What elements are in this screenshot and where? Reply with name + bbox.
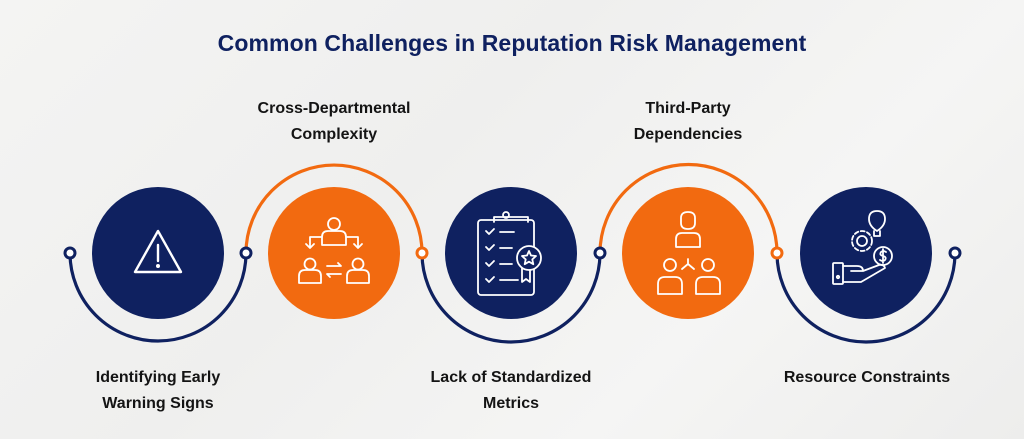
step-3-label: Lack of Standardized Metrics xyxy=(401,365,621,417)
bottom-arc-1 xyxy=(68,251,248,343)
team-collaboration-icon xyxy=(298,217,370,284)
bottom-arc-5 xyxy=(775,251,957,344)
step-3-circle xyxy=(445,187,577,319)
node-5 xyxy=(770,246,784,260)
step-2-label: Cross-Departmental Complexity xyxy=(224,96,444,148)
step-5-label-line1: Resource Constraints xyxy=(783,369,951,386)
node-6 xyxy=(948,246,962,260)
step-5-label: Resource Constraints xyxy=(757,365,977,391)
step-5-circle xyxy=(800,187,932,319)
top-arc-2 xyxy=(244,163,424,255)
step-4-label: Third-Party Dependencies xyxy=(578,96,798,148)
bottom-arc-3 xyxy=(420,251,602,344)
step-1-label-line1: Identifying Early xyxy=(95,369,221,386)
step-4-circle xyxy=(622,187,754,319)
warning-triangle-icon xyxy=(133,229,183,274)
node-2 xyxy=(239,246,253,260)
step-2-label-line1: Cross-Departmental xyxy=(257,100,411,117)
node-1 xyxy=(63,246,77,260)
hierarchy-people-icon xyxy=(657,211,721,295)
step-4-label-line2: Dependencies xyxy=(633,126,743,143)
step-2-label-line2: Complexity xyxy=(290,126,378,143)
node-3 xyxy=(415,246,429,260)
step-1-label-line2: Warning Signs xyxy=(102,395,214,412)
clipboard-checklist-badge-icon xyxy=(477,211,542,296)
step-3-label-line1: Lack of Standardized xyxy=(430,369,592,386)
step-2-circle xyxy=(268,187,400,319)
step-1-label: Identifying Early Warning Signs xyxy=(48,365,268,417)
step-3-label-line2: Metrics xyxy=(482,395,540,412)
page-title: Common Challenges in Reputation Risk Man… xyxy=(217,30,807,56)
node-4 xyxy=(593,246,607,260)
top-arc-4 xyxy=(598,162,779,255)
hand-gear-dollar-bulb-icon xyxy=(832,210,893,285)
step-4-label-line1: Third-Party xyxy=(645,100,731,117)
step-1-circle xyxy=(92,187,224,319)
